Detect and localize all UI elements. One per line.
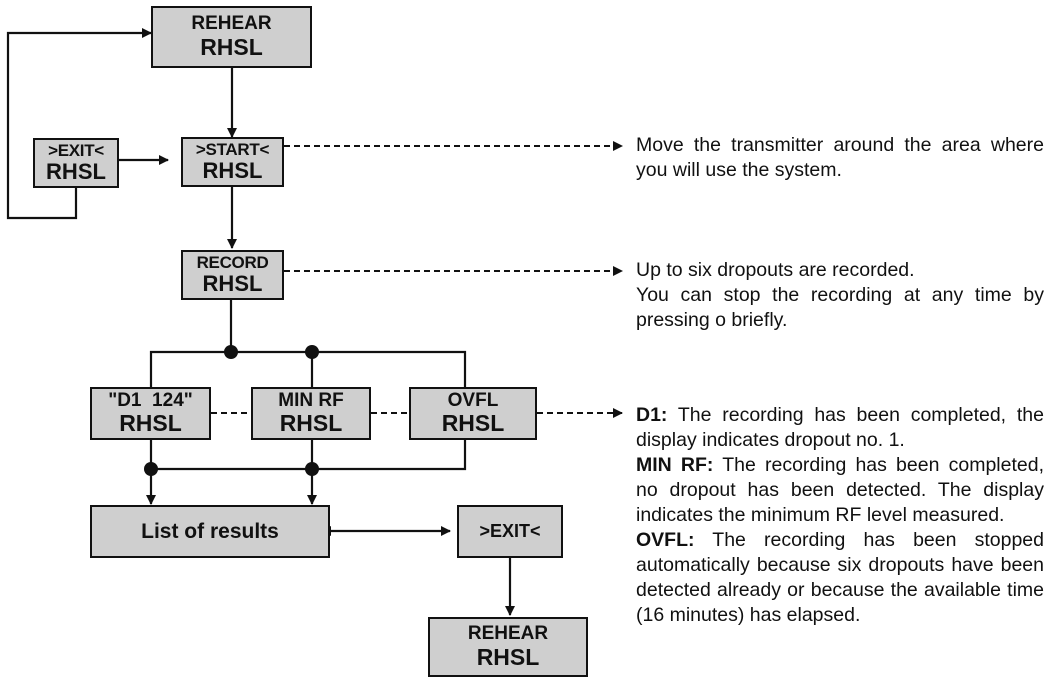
start-description-text: Move the transmitter around the area whe… bbox=[636, 134, 1044, 181]
box-line1: >START< bbox=[195, 140, 270, 160]
results-description: D1: The recording has been completed, th… bbox=[636, 403, 1044, 628]
record-rhsl-box: RECORD RHSL bbox=[181, 250, 284, 300]
box-line1: RECORD bbox=[196, 253, 269, 273]
box-label: List of results bbox=[141, 519, 279, 543]
rehear-rhsl-top-box: REHEAR RHSL bbox=[151, 6, 312, 68]
box-line2: RHSL bbox=[202, 158, 263, 184]
box-line2: RHSL bbox=[441, 410, 505, 437]
rehear-rhsl-bottom-box: REHEAR RHSL bbox=[428, 617, 588, 677]
minrf-term: MIN RF: bbox=[636, 454, 714, 476]
loop-back-line bbox=[6, 28, 152, 220]
box-line2: RHSL bbox=[46, 159, 106, 185]
minrf-description: MIN RF: The recording has been completed… bbox=[636, 453, 1044, 528]
box-line2: RHSL bbox=[202, 271, 263, 297]
box-label: >EXIT< bbox=[479, 521, 541, 542]
record-description-line2: You can stop the recording at any time b… bbox=[636, 284, 1044, 331]
box-line2: RHSL bbox=[200, 33, 263, 60]
record-description: Up to six dropouts are recorded. You can… bbox=[636, 258, 1044, 333]
box-line1: >EXIT< bbox=[48, 141, 104, 161]
d1-description: D1: The recording has been completed, th… bbox=[636, 403, 1044, 453]
junction-dot bbox=[144, 462, 158, 476]
start-description: Move the transmitter around the area whe… bbox=[636, 133, 1044, 183]
box-line1: OVFL bbox=[447, 389, 499, 411]
junction-dot bbox=[305, 462, 319, 476]
minrf-text: The recording has been completed, no dro… bbox=[636, 454, 1044, 526]
box-line1: "D1 124" bbox=[108, 389, 193, 411]
box-line2: RHSL bbox=[279, 410, 343, 437]
ovfl-term: OVFL: bbox=[636, 529, 695, 551]
box-line1: MIN RF bbox=[278, 389, 344, 411]
ovfl-text: The recording has been stopped automatic… bbox=[636, 529, 1044, 626]
exit-rhsl-box: >EXIT< RHSL bbox=[33, 138, 119, 188]
start-rhsl-box: >START< RHSL bbox=[181, 137, 284, 187]
box-line2: RHSL bbox=[476, 643, 540, 670]
junction-dot bbox=[305, 345, 319, 359]
ovfl-rhsl-box: OVFL RHSL bbox=[409, 387, 537, 440]
record-description-line1: Up to six dropouts are recorded. bbox=[636, 259, 915, 281]
minrf-rhsl-box: MIN RF RHSL bbox=[251, 387, 371, 440]
d1-rhsl-box: "D1 124" RHSL bbox=[90, 387, 211, 440]
d1-text: The recording has been completed, the di… bbox=[636, 404, 1044, 451]
box-line1: REHEAR bbox=[467, 623, 549, 645]
box-line1: REHEAR bbox=[191, 13, 272, 35]
exit-box: >EXIT< bbox=[457, 505, 563, 558]
list-of-results-box: List of results bbox=[90, 505, 330, 558]
junction-dot bbox=[224, 345, 238, 359]
box-line2: RHSL bbox=[119, 410, 182, 437]
d1-term: D1: bbox=[636, 404, 668, 426]
ovfl-description: OVFL: The recording has been stopped aut… bbox=[636, 528, 1044, 628]
